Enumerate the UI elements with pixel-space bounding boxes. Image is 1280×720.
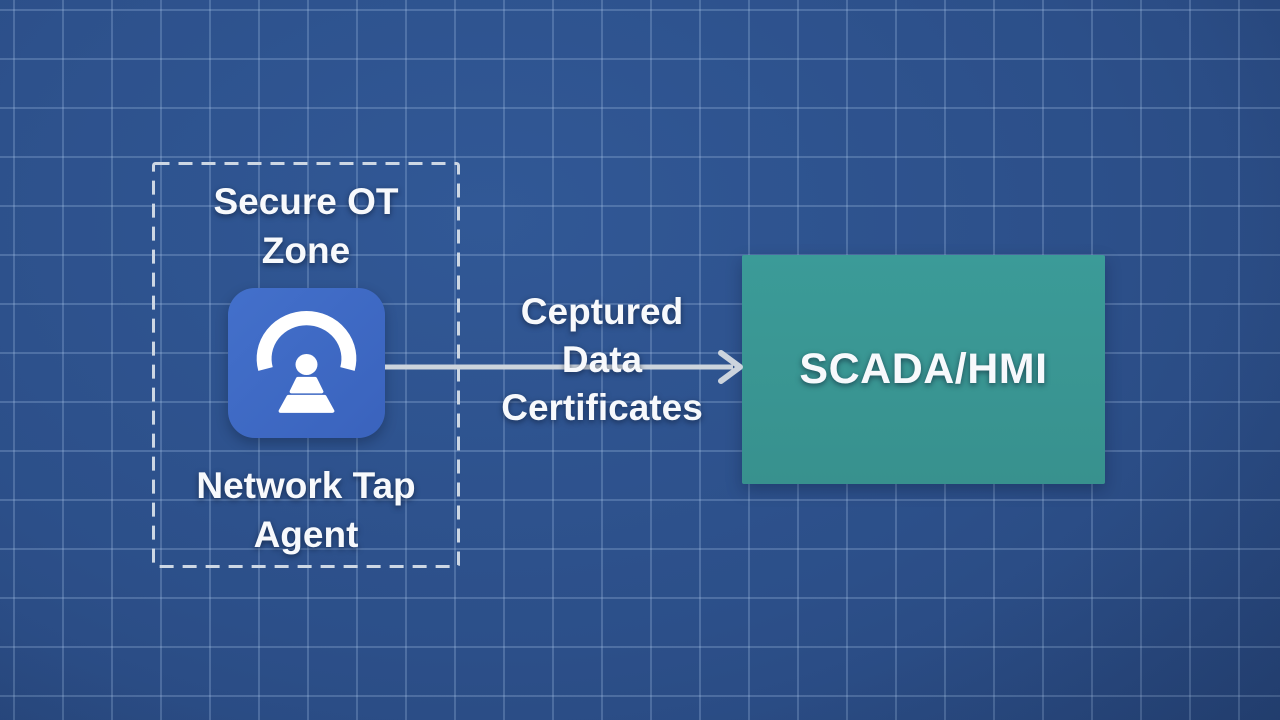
network-tap-icon [228,288,385,438]
arrow-head [718,350,743,384]
signal-arc [256,311,357,371]
zone-title-line: Zone [261,230,351,271]
secure-ot-zone-group: Secure OT Zone Network Tap Agent [152,162,460,568]
node-label: Network Tap Agent [152,461,460,559]
node-label-line: Agent [253,514,359,555]
edge-label-line: Certificates [501,387,703,428]
flow-arrow [385,350,743,384]
scada-hmi-node: SCADA/HMI [742,255,1105,484]
node-label-line: Network Tap [196,465,416,506]
signal-dot [295,354,318,375]
edge-label: Ceptured Data Certificates [462,288,742,432]
zone-dashed-border [152,162,460,568]
edge-label-line: Ceptured [520,291,684,332]
edge-label-line: Data [561,339,643,380]
zone-title-line: Secure OT [213,181,399,222]
zone-title: Secure OT Zone [152,177,460,275]
signal-beacon-icon [256,311,357,413]
beacon-base-upper [289,376,324,394]
beacon-base-lower [278,394,335,413]
scada-hmi-label: SCADA/HMI [799,345,1048,393]
